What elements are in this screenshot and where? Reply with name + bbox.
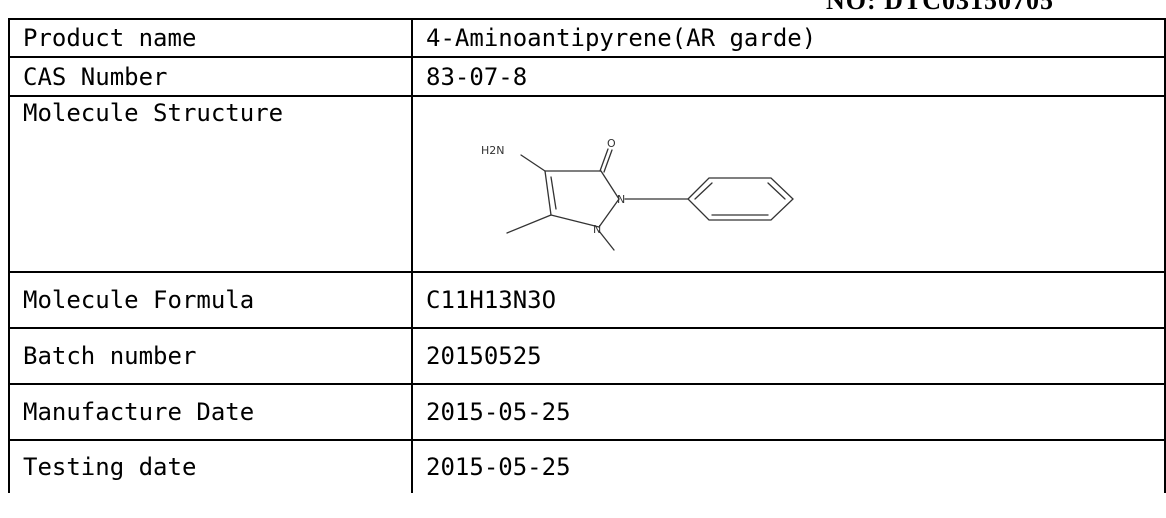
molecule-structure-cell: H2N O N N xyxy=(411,95,1166,273)
row-label-product-name: Product name xyxy=(7,18,414,58)
table-row: Batch number 20150525 xyxy=(7,327,1166,385)
row-label-cas-number: CAS Number xyxy=(7,56,414,97)
document-number: NO: DTC03150705 xyxy=(826,0,1055,15)
table-row: Molecule Structure xyxy=(7,95,1166,273)
product-info-table: Product name 4-Aminoantipyrene(AR garde)… xyxy=(7,18,1166,493)
row-label-manufacture-date: Manufacture Date xyxy=(7,383,414,441)
row-label-batch-number: Batch number xyxy=(7,327,414,385)
row-label-molecule-formula: Molecule Formula xyxy=(7,271,414,329)
row-value-manufacture-date: 2015-05-25 xyxy=(411,383,1166,441)
row-value-cas-number: 83-07-8 xyxy=(411,56,1166,97)
row-value-batch-number: 20150525 xyxy=(411,327,1166,385)
nitrogen-label-1: N xyxy=(617,193,625,206)
table-row: Molecule Formula C11H13N3O xyxy=(7,271,1166,329)
table-row: Product name 4-Aminoantipyrene(AR garde) xyxy=(7,18,1166,58)
row-value-product-name: 4-Aminoantipyrene(AR garde) xyxy=(411,18,1166,58)
table-row: Testing date 2015-05-25 xyxy=(7,439,1166,493)
row-label-testing-date: Testing date xyxy=(7,439,414,493)
amine-label: H2N xyxy=(481,144,505,157)
row-value-testing-date: 2015-05-25 xyxy=(411,439,1166,493)
table-row: CAS Number 83-07-8 xyxy=(7,56,1166,97)
row-value-molecule-formula: C11H13N3O xyxy=(411,271,1166,329)
table-row: Manufacture Date 2015-05-25 xyxy=(7,383,1166,441)
nitrogen-label-2: N xyxy=(593,223,601,236)
oxygen-label: O xyxy=(607,137,616,150)
molecule-structure-image: H2N O N N xyxy=(481,137,794,251)
row-label-molecule-structure: Molecule Structure xyxy=(7,95,414,273)
